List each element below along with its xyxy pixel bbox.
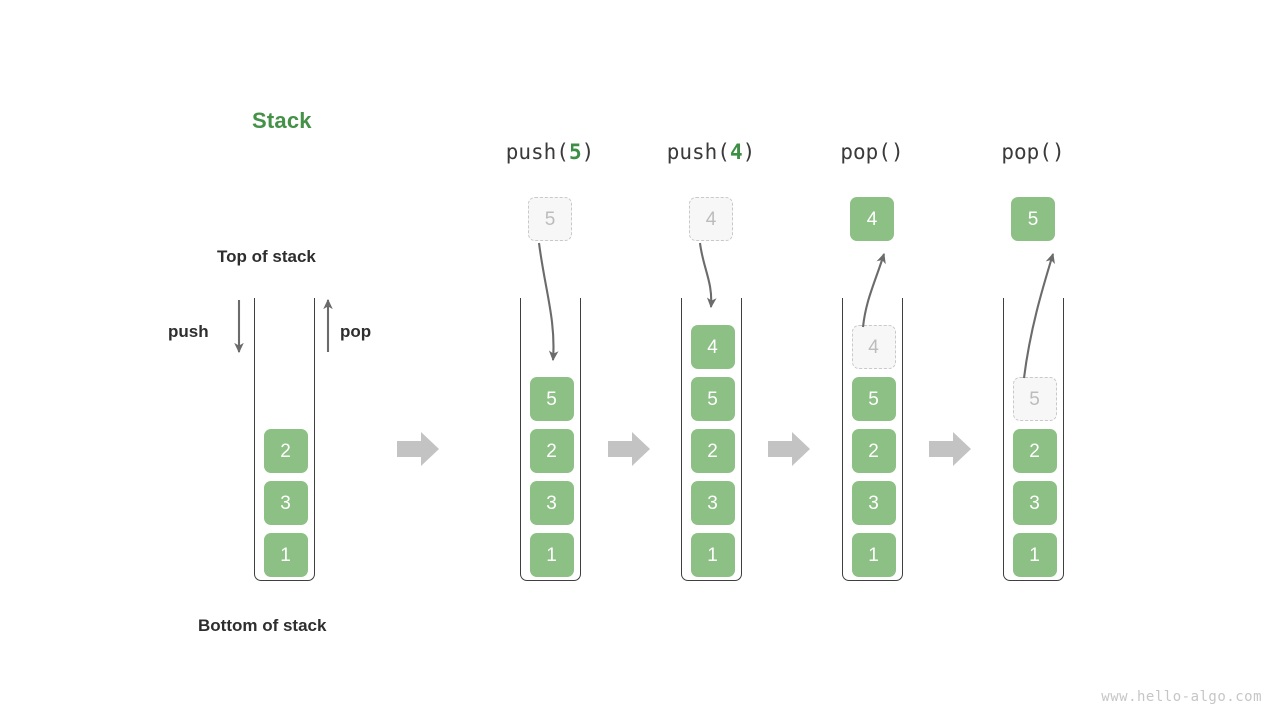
push-operation-label: push (168, 322, 209, 341)
stack-node: 5 (851, 377, 896, 421)
stack-container-pop-2: 1 3 2 5 (1003, 298, 1064, 581)
stack-node: 1 (263, 533, 308, 577)
stack-node: 3 (851, 481, 896, 525)
stack-node: 5 (690, 377, 735, 421)
header-prefix: push( (666, 140, 730, 164)
stack-node: 1 (851, 533, 896, 577)
stack-node: 2 (1012, 429, 1057, 473)
stack-container-push-4: 1 3 2 5 4 (681, 298, 742, 581)
stack-node: 2 (263, 429, 308, 473)
top-of-stack-label: Top of stack (217, 247, 316, 266)
stack-node: 3 (263, 481, 308, 525)
step-separator-arrow (928, 430, 972, 468)
stack-container-push-5: 1 3 2 5 (520, 298, 581, 581)
stack-node: 3 (529, 481, 574, 525)
node-stack: 1 3 2 5 4 (843, 317, 904, 577)
node-stack: 1 3 2 5 4 (682, 317, 743, 577)
header-prefix: pop( (1001, 140, 1052, 164)
stack-node: 5 (529, 377, 574, 421)
panel-header-pop-1: pop() (812, 140, 932, 164)
step-separator-arrow (607, 430, 651, 468)
step-separator-arrow (396, 430, 440, 468)
stack-node: 1 (529, 533, 574, 577)
stack-container-initial: 1 3 2 (254, 298, 315, 581)
header-suffix: ) (742, 140, 756, 164)
stack-node: 2 (690, 429, 735, 473)
header-suffix: ) (890, 140, 904, 164)
watermark: www.hello-algo.com (1101, 689, 1262, 705)
header-suffix: ) (581, 140, 595, 164)
float-node-pop-2: 5 (1011, 197, 1055, 241)
stack-node: 4 (690, 325, 735, 369)
node-stack: 1 3 2 5 (521, 369, 582, 577)
stack-node: 2 (851, 429, 896, 473)
stack-node: 1 (1012, 533, 1057, 577)
stack-node-ghost: 4 (851, 325, 896, 369)
header-argument: 5 (568, 140, 582, 164)
bottom-of-stack-label: Bottom of stack (198, 616, 327, 635)
panel-initial: 1 3 2 (224, 0, 344, 720)
header-prefix: push( (505, 140, 569, 164)
float-node-pop-1: 4 (850, 197, 894, 241)
stack-node: 1 (690, 533, 735, 577)
node-stack: 1 3 2 5 (1004, 369, 1065, 577)
panel-header-pop-2: pop() (973, 140, 1093, 164)
stack-node: 2 (529, 429, 574, 473)
page-title: Stack (252, 108, 312, 133)
header-argument: 4 (729, 140, 743, 164)
stack-container-pop-1: 1 3 2 5 4 (842, 298, 903, 581)
panel-header-push-5: push(5) (490, 140, 610, 164)
float-node-push-4: 4 (689, 197, 733, 241)
float-node-push-5: 5 (528, 197, 572, 241)
stack-node-ghost: 5 (1012, 377, 1057, 421)
pop-operation-label: pop (340, 322, 372, 341)
stack-node: 3 (1012, 481, 1057, 525)
step-separator-arrow (767, 430, 811, 468)
panel-pop-1: pop() 4 1 3 2 5 4 (812, 0, 932, 720)
header-prefix: pop( (840, 140, 891, 164)
stack-node: 3 (690, 481, 735, 525)
header-suffix: ) (1051, 140, 1065, 164)
node-stack: 1 3 2 (255, 421, 316, 577)
panel-header-push-4: push(4) (651, 140, 771, 164)
panel-pop-2: pop() 5 1 3 2 5 (973, 0, 1093, 720)
